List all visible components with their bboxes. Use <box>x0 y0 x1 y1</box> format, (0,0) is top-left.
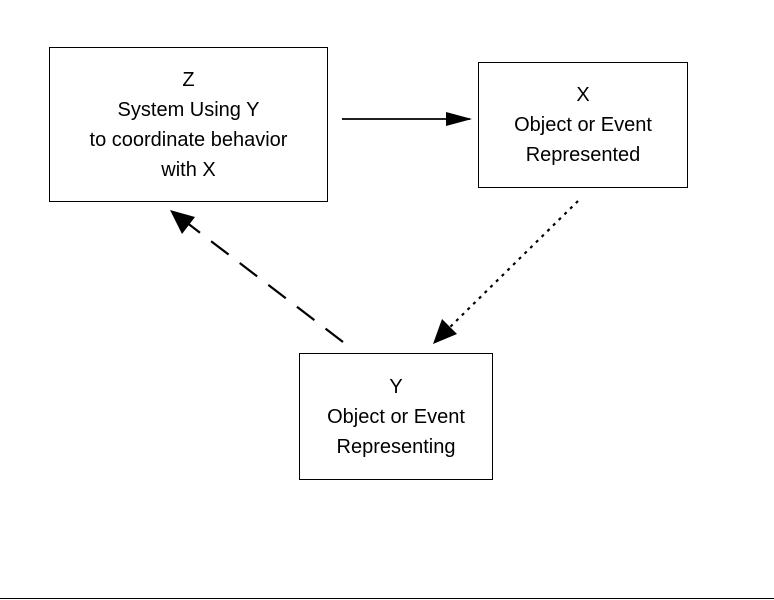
edge-x-to-y-arrow <box>445 200 579 332</box>
node-y-representing: Y Object or Event Representing <box>299 353 493 480</box>
node-z-line-4: with X <box>161 158 216 181</box>
node-z-system: Z System Using Y to coordinate behavior … <box>49 47 328 202</box>
node-y-line-1: Y <box>389 375 403 398</box>
node-y-line-3: Representing <box>336 435 456 458</box>
node-z-line-3: to coordinate behavior <box>89 128 288 151</box>
node-x-line-3: Represented <box>525 144 641 166</box>
node-x-represented: X Object or Event Represented <box>478 62 688 188</box>
edge-y-to-z-arrowhead <box>170 210 195 234</box>
bottom-divider <box>0 598 774 599</box>
edge-x-to-y-arrowhead <box>433 319 457 344</box>
node-z-line-2: System Using Y <box>117 98 260 121</box>
node-y-line-2: Object or Event <box>327 405 465 428</box>
node-x-line-1: X <box>576 84 590 106</box>
edge-y-to-z-arrow <box>185 221 344 343</box>
node-x-line-2: Object or Event <box>514 114 652 136</box>
node-z-line-1: Z <box>182 68 195 91</box>
edge-z-to-x-arrowhead <box>446 112 472 126</box>
